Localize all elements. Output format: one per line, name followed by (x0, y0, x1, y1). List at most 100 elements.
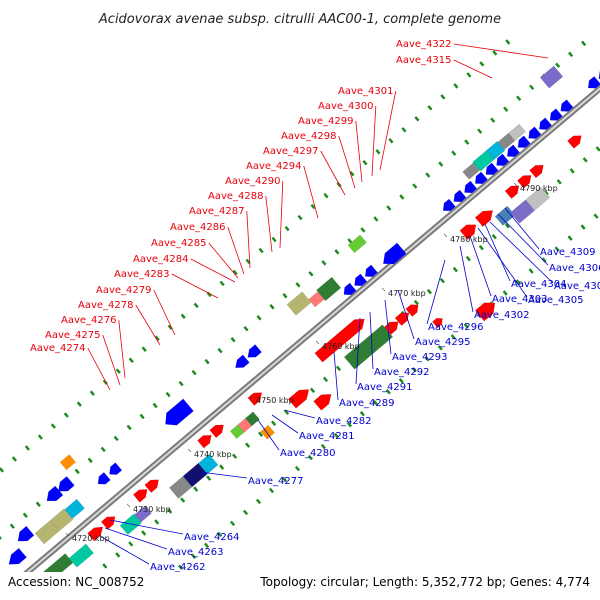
gene-label-forward[interactable]: Aave_4288 (208, 191, 264, 202)
gc-dot (154, 519, 160, 525)
gc-dot (258, 431, 264, 437)
gene-label-reverse[interactable]: Aave_4302 (474, 310, 530, 321)
gc-dot (399, 194, 405, 200)
gene-label-forward[interactable]: Aave_4322 (396, 39, 452, 50)
gene-label-reverse[interactable]: Aave_4306 (549, 263, 600, 274)
gene-feature (405, 304, 419, 317)
gene-label-reverse[interactable]: Aave_4262 (150, 562, 206, 573)
tick-label: 4770 kbp (388, 289, 426, 298)
gene-feature (247, 392, 263, 406)
gene-label-reverse[interactable]: Aave_4289 (339, 398, 395, 409)
gene-label-reverse[interactable]: Aave_4303 (492, 294, 548, 305)
gene-feature (8, 547, 27, 565)
gc-dot (323, 192, 329, 199)
gc-dot (464, 139, 470, 145)
gc-dot (451, 150, 457, 156)
gene-label-reverse[interactable]: Aave_4282 (316, 416, 372, 427)
gc-dot (334, 249, 340, 255)
gene-label-forward[interactable]: Aave_4287 (189, 206, 245, 217)
gc-dot (554, 246, 560, 252)
gene-feature (49, 508, 74, 532)
gc-dot (580, 224, 586, 230)
tick-label: 4740 kbp (194, 450, 232, 459)
label-leader (265, 195, 273, 253)
gene-label-reverse[interactable]: Aave_4264 (184, 532, 240, 543)
gene-features (8, 65, 600, 583)
gene-label-reverse[interactable]: Aave_4293 (392, 352, 448, 363)
gc-dot (258, 247, 264, 254)
gene-feature (17, 525, 35, 542)
gc-dot (425, 172, 431, 178)
gc-dot (102, 563, 108, 569)
gene-label-forward[interactable]: Aave_4274 (30, 343, 86, 354)
gene-label-forward[interactable]: Aave_4283 (114, 269, 170, 280)
gene-label-reverse[interactable]: Aave_4295 (415, 337, 471, 348)
gene-label-forward[interactable]: Aave_4297 (263, 146, 319, 157)
gene-label-forward[interactable]: Aave_4276 (61, 315, 117, 326)
gc-dot (398, 378, 404, 384)
label-leader (104, 527, 168, 550)
gene-label-forward[interactable]: Aave_4279 (96, 285, 152, 296)
gene-feature (539, 117, 553, 130)
gc-dot (569, 168, 575, 174)
gene-label-forward[interactable]: Aave_4298 (281, 131, 337, 142)
gene-label-reverse[interactable]: Aave_4292 (374, 367, 430, 378)
gene-label-forward[interactable]: Aave_4284 (133, 254, 189, 265)
tick-label: 4730 kbp (133, 505, 171, 514)
gene-label-forward[interactable]: Aave_4275 (45, 330, 101, 341)
tick-mark (381, 287, 386, 292)
gc-dot (424, 356, 430, 362)
gc-dot (193, 486, 199, 492)
gene-label-forward[interactable]: Aave_4290 (225, 176, 281, 187)
gc-dot (412, 183, 418, 189)
gene-label-reverse[interactable]: Aave_4296 (428, 322, 484, 333)
gene-feature (474, 302, 496, 322)
gc-dot (439, 277, 445, 284)
gc-dot (217, 347, 223, 354)
label-leader (489, 221, 554, 284)
gc-dot (178, 564, 184, 571)
gene-label-reverse[interactable]: Aave_4281 (299, 431, 355, 442)
gc-dot (256, 315, 262, 321)
gene-feature (316, 276, 342, 302)
gene-label-reverse[interactable]: Aave_4304 (511, 279, 567, 290)
label-leader (190, 258, 236, 283)
gc-dot (100, 446, 106, 453)
gene-feature (343, 324, 394, 370)
gene-label-forward[interactable]: Aave_4294 (246, 161, 302, 172)
gene-label-forward[interactable]: Aave_4278 (78, 300, 134, 311)
gc-dot (463, 323, 469, 329)
gene-feature (496, 153, 510, 166)
gene-label-reverse[interactable]: Aave_4305 (528, 295, 584, 306)
gene-feature (144, 479, 159, 493)
gene-label-forward[interactable]: Aave_4300 (318, 101, 374, 112)
gc-dot (167, 324, 173, 331)
gene-feature (508, 123, 526, 142)
gene-label-reverse[interactable]: Aave_4280 (280, 448, 336, 459)
gene-label-reverse[interactable]: Aave_4277 (248, 476, 304, 487)
gc-dot (283, 409, 290, 415)
gene-label-forward[interactable]: Aave_4286 (170, 222, 226, 233)
gc-dot (372, 399, 378, 406)
gene-label-forward[interactable]: Aave_4299 (298, 116, 354, 127)
gc-dot (386, 205, 392, 211)
gene-label-forward[interactable]: Aave_4285 (151, 238, 207, 249)
gene-label-reverse[interactable]: Aave_4291 (357, 382, 413, 393)
gene-label-reverse[interactable]: Aave_4309 (540, 247, 596, 258)
gene-label-reverse[interactable]: Aave_4263 (168, 547, 224, 558)
gc-dot (178, 380, 184, 387)
gene-label-forward[interactable]: Aave_4301 (338, 86, 394, 97)
gene-feature (235, 354, 250, 368)
footer-bg (0, 572, 600, 600)
label-leader (102, 334, 121, 386)
gc-dot (243, 325, 249, 332)
gc-dot (87, 457, 93, 464)
gene-label-reverse[interactable]: Aave_4307 (554, 281, 600, 292)
gc-dot (281, 476, 288, 483)
label-leader (369, 311, 374, 370)
tick-mark (513, 182, 518, 187)
gene-label-forward[interactable]: Aave_4315 (396, 55, 452, 66)
gc-dot (359, 410, 365, 417)
gc-dot (504, 223, 510, 229)
gene-feature (354, 273, 368, 287)
